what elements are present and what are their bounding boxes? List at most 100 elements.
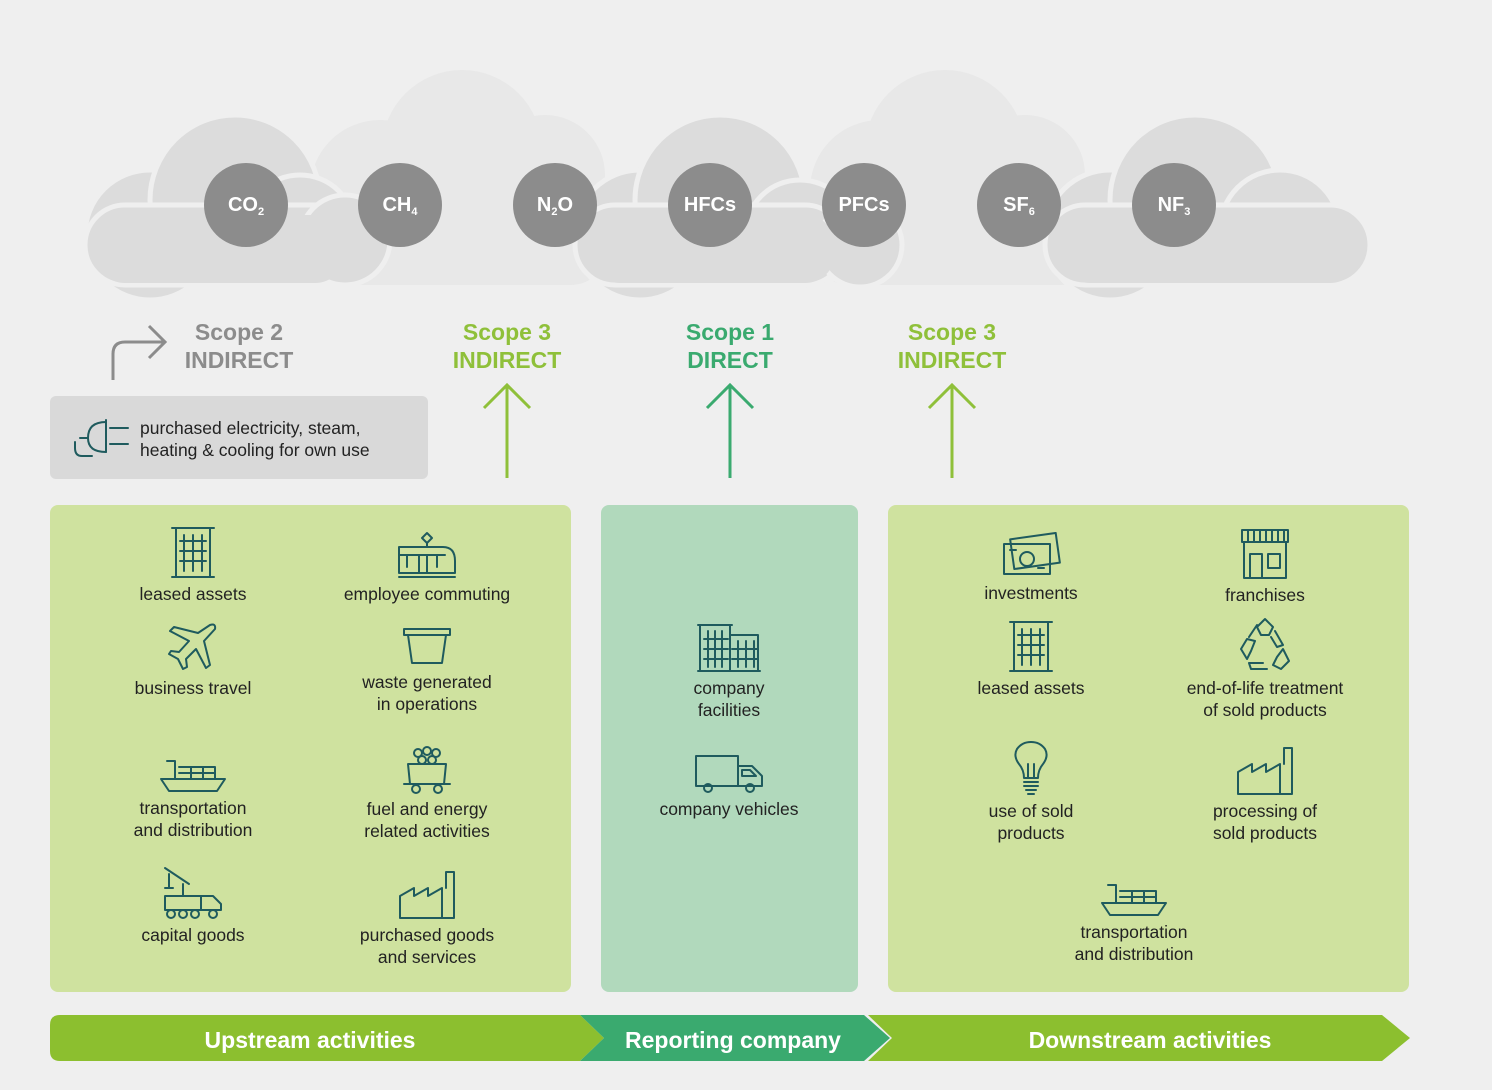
- downstream-panel: [888, 505, 1409, 992]
- banner-reporting-label: Reporting company: [625, 1027, 841, 1053]
- reporting-company-vehicles-label: company vehicles: [659, 799, 799, 819]
- downstream-transportation: transportation and distribution: [1014, 879, 1254, 965]
- downstream-investments-label: investments: [984, 583, 1078, 603]
- gas-n2o: N2O: [513, 163, 597, 247]
- scope1-line2: DIRECT: [687, 347, 773, 373]
- reporting-company-facilities-label-2: facilities: [697, 700, 761, 720]
- banner-reporting-segment: [580, 1015, 890, 1061]
- coal-cart-icon: [403, 746, 451, 794]
- upstream-panel: [50, 505, 571, 992]
- factory-icon: [1237, 747, 1293, 795]
- building-icon: [171, 527, 215, 578]
- banner-upstream-label: Upstream activities: [204, 1027, 416, 1053]
- scope3-downstream-arrow-icon: [927, 382, 977, 478]
- electricity-line2: heating & cooling for own use: [140, 440, 370, 460]
- gas-n2o-label: N2O: [536, 193, 574, 218]
- office-buildings-icon: [697, 624, 761, 672]
- cargo-ship-icon: [1101, 884, 1167, 916]
- cloud-background: [82, 70, 1374, 300]
- downstream-leased-assets-label: leased assets: [977, 678, 1085, 698]
- reporting-company-vehicles: company vehicles: [609, 754, 849, 820]
- scope3-upstream-arrow-icon: [482, 382, 532, 478]
- truck-icon: [695, 755, 763, 793]
- shop-icon: [1241, 529, 1289, 579]
- crane-truck-icon: [164, 867, 222, 919]
- gas-nf3-label: NF3: [1157, 193, 1191, 218]
- gas-sf6: SF6: [977, 163, 1061, 247]
- upstream-employee-commuting: employee commuting: [307, 531, 547, 605]
- upstream-waste-generated: waste generated in operations: [307, 625, 547, 715]
- downstream-use-of-sold: use of sold products: [911, 740, 1151, 844]
- gas-hfcs-label: HFCs: [683, 193, 737, 216]
- upstream-transportation-label-1: transportation: [139, 798, 247, 818]
- upstream-capital-goods-label: capital goods: [141, 925, 245, 945]
- scope3-upstream-line2: INDIRECT: [452, 347, 562, 373]
- gas-pfcs: PFCs: [822, 163, 906, 247]
- upstream-business-travel: business travel: [73, 621, 313, 699]
- gas-ch4-label: CH4: [382, 193, 418, 218]
- upstream-transportation-label-2: and distribution: [133, 820, 253, 840]
- scope3-upstream-title: Scope 3 INDIRECT: [407, 318, 607, 374]
- lightbulb-icon: [1014, 741, 1048, 795]
- reporting-company-facilities-label-1: company: [693, 678, 765, 698]
- activities-banner: [50, 1015, 1410, 1061]
- money-icon: [1003, 532, 1061, 575]
- cargo-ship-icon: [160, 760, 226, 792]
- gas-nf3: NF3: [1132, 163, 1216, 247]
- banner-downstream-segment: [868, 1015, 1410, 1061]
- downstream-end-of-life-label-1: end-of-life treatment: [1186, 678, 1344, 698]
- downstream-transportation-label-1: transportation: [1080, 922, 1188, 942]
- downstream-investments: investments: [911, 532, 1151, 604]
- scope1-arrow-icon: [705, 382, 755, 478]
- scope3-downstream-title: Scope 3 INDIRECT: [852, 318, 1052, 374]
- upstream-fuel-energy-label-2: related activities: [364, 821, 490, 841]
- upstream-purchased-goods-label-2: and services: [377, 947, 477, 967]
- reporting-panel: [601, 505, 858, 992]
- scope2-line1: Scope 2: [194, 319, 284, 345]
- gas-co2: CO2: [204, 163, 288, 247]
- gas-pfcs-label: PFCs: [838, 193, 890, 216]
- building-icon: [1009, 621, 1053, 672]
- downstream-franchises: franchises: [1145, 526, 1385, 606]
- plug-icon: [74, 419, 129, 457]
- gas-hfcs: HFCs: [668, 163, 752, 247]
- upstream-purchased-goods: purchased goods and services: [307, 870, 547, 968]
- scope1-title: Scope 1 DIRECT: [630, 318, 830, 374]
- scope2-title: Scope 2 INDIRECT: [139, 318, 339, 374]
- downstream-processing-label-2: sold products: [1212, 823, 1318, 843]
- scope3-upstream-line1: Scope 3: [462, 319, 552, 345]
- upstream-waste-generated-label-2: in operations: [376, 694, 478, 714]
- upstream-fuel-energy-label-1: fuel and energy: [366, 799, 488, 819]
- downstream-franchises-label: franchises: [1225, 585, 1305, 605]
- downstream-processing-label-1: processing of: [1212, 801, 1318, 821]
- upstream-employee-commuting-label: employee commuting: [343, 584, 511, 604]
- airplane-icon: [168, 623, 217, 670]
- upstream-capital-goods: capital goods: [73, 866, 313, 946]
- tram-icon: [398, 532, 456, 578]
- downstream-end-of-life-label-2: of sold products: [1203, 700, 1327, 720]
- downstream-end-of-life: end-of-life treatment of sold products: [1145, 617, 1385, 721]
- banner-upstream-segment: [50, 1015, 604, 1061]
- reporting-company-facilities: company facilities: [609, 617, 849, 721]
- scope1-line1: Scope 1: [685, 319, 775, 345]
- electricity-line1: purchased electricity, steam,: [140, 418, 361, 438]
- downstream-leased-assets: leased assets: [911, 617, 1151, 699]
- scope3-downstream-line1: Scope 3: [907, 319, 997, 345]
- gas-ch4: CH4: [358, 163, 442, 247]
- upstream-waste-generated-label-1: waste generated: [362, 672, 492, 692]
- upstream-business-travel-label: business travel: [134, 678, 252, 698]
- banner-downstream-label: Downstream activities: [1028, 1027, 1272, 1053]
- gas-sf6-label: SF6: [1003, 193, 1035, 218]
- upstream-fuel-energy: fuel and energy related activities: [307, 746, 547, 842]
- upstream-leased-assets: leased assets: [73, 523, 313, 605]
- downstream-use-of-sold-label-1: use of sold: [988, 801, 1074, 821]
- recycle-icon: [1240, 618, 1290, 670]
- downstream-use-of-sold-label-2: products: [997, 823, 1065, 843]
- electricity-text: purchased electricity, steam, heating & …: [140, 417, 370, 461]
- gas-co2-label: CO2: [227, 193, 265, 218]
- upstream-leased-assets-label: leased assets: [139, 584, 247, 604]
- scope2-line2: INDIRECT: [184, 347, 294, 373]
- electricity-box: purchased electricity, steam, heating & …: [50, 396, 428, 479]
- downstream-transportation-label-2: and distribution: [1074, 944, 1194, 964]
